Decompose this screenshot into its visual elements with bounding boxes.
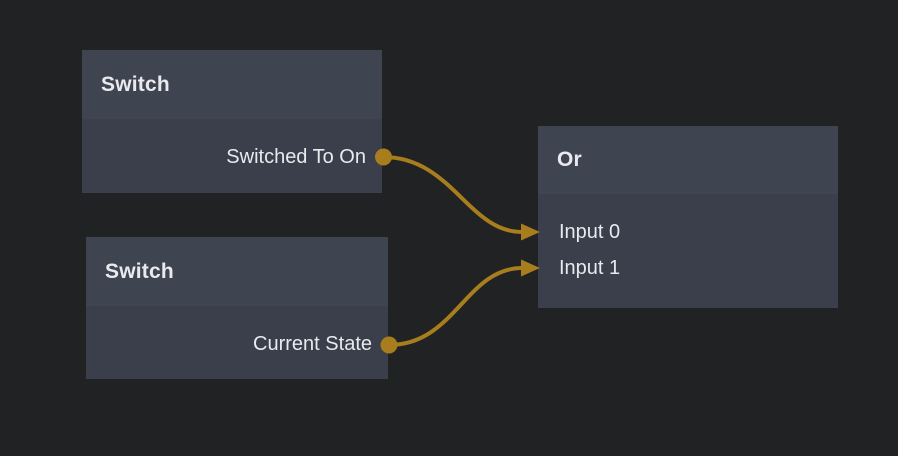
node-title: Switch xyxy=(101,72,170,96)
node-switch-bottom-body: Current State xyxy=(86,306,388,379)
wire-path[interactable] xyxy=(387,266,524,347)
wire-switched-to-on-to-input-0[interactable] xyxy=(375,148,540,241)
wire-path[interactable] xyxy=(381,155,524,234)
node-switch-bottom-titlebar[interactable]: Switch xyxy=(86,237,388,306)
node-or[interactable]: Or Input 0 Input 1 xyxy=(538,126,838,308)
port-label: Current State xyxy=(253,333,372,355)
arrowhead-icon xyxy=(521,259,540,277)
node-or-titlebar[interactable]: Or xyxy=(538,126,838,194)
arrowhead-icon xyxy=(521,223,540,241)
output-connector-dot[interactable] xyxy=(380,336,398,354)
node-switch-top-body: Switched To On xyxy=(82,119,382,193)
output-connector-dot[interactable] xyxy=(375,148,392,166)
node-switch-bottom[interactable]: Switch Current State xyxy=(86,237,388,379)
output-port-current-state[interactable]: Current State xyxy=(86,326,388,362)
node-switch-top-titlebar[interactable]: Switch xyxy=(82,50,382,119)
port-label: Switched To On xyxy=(226,146,366,168)
input-port-input-1[interactable]: Input 1 xyxy=(538,250,838,286)
input-port-input-0[interactable]: Input 0 xyxy=(538,214,838,250)
node-or-body: Input 0 Input 1 xyxy=(538,194,838,308)
output-port-switched-to-on[interactable]: Switched To On xyxy=(82,139,382,175)
node-switch-top[interactable]: Switch Switched To On xyxy=(82,50,382,193)
node-title: Switch xyxy=(105,259,174,283)
node-title: Or xyxy=(557,148,582,171)
port-label: Input 0 xyxy=(559,221,621,243)
wire-current-state-to-input-1[interactable] xyxy=(380,259,541,354)
port-label: Input 1 xyxy=(559,257,621,279)
